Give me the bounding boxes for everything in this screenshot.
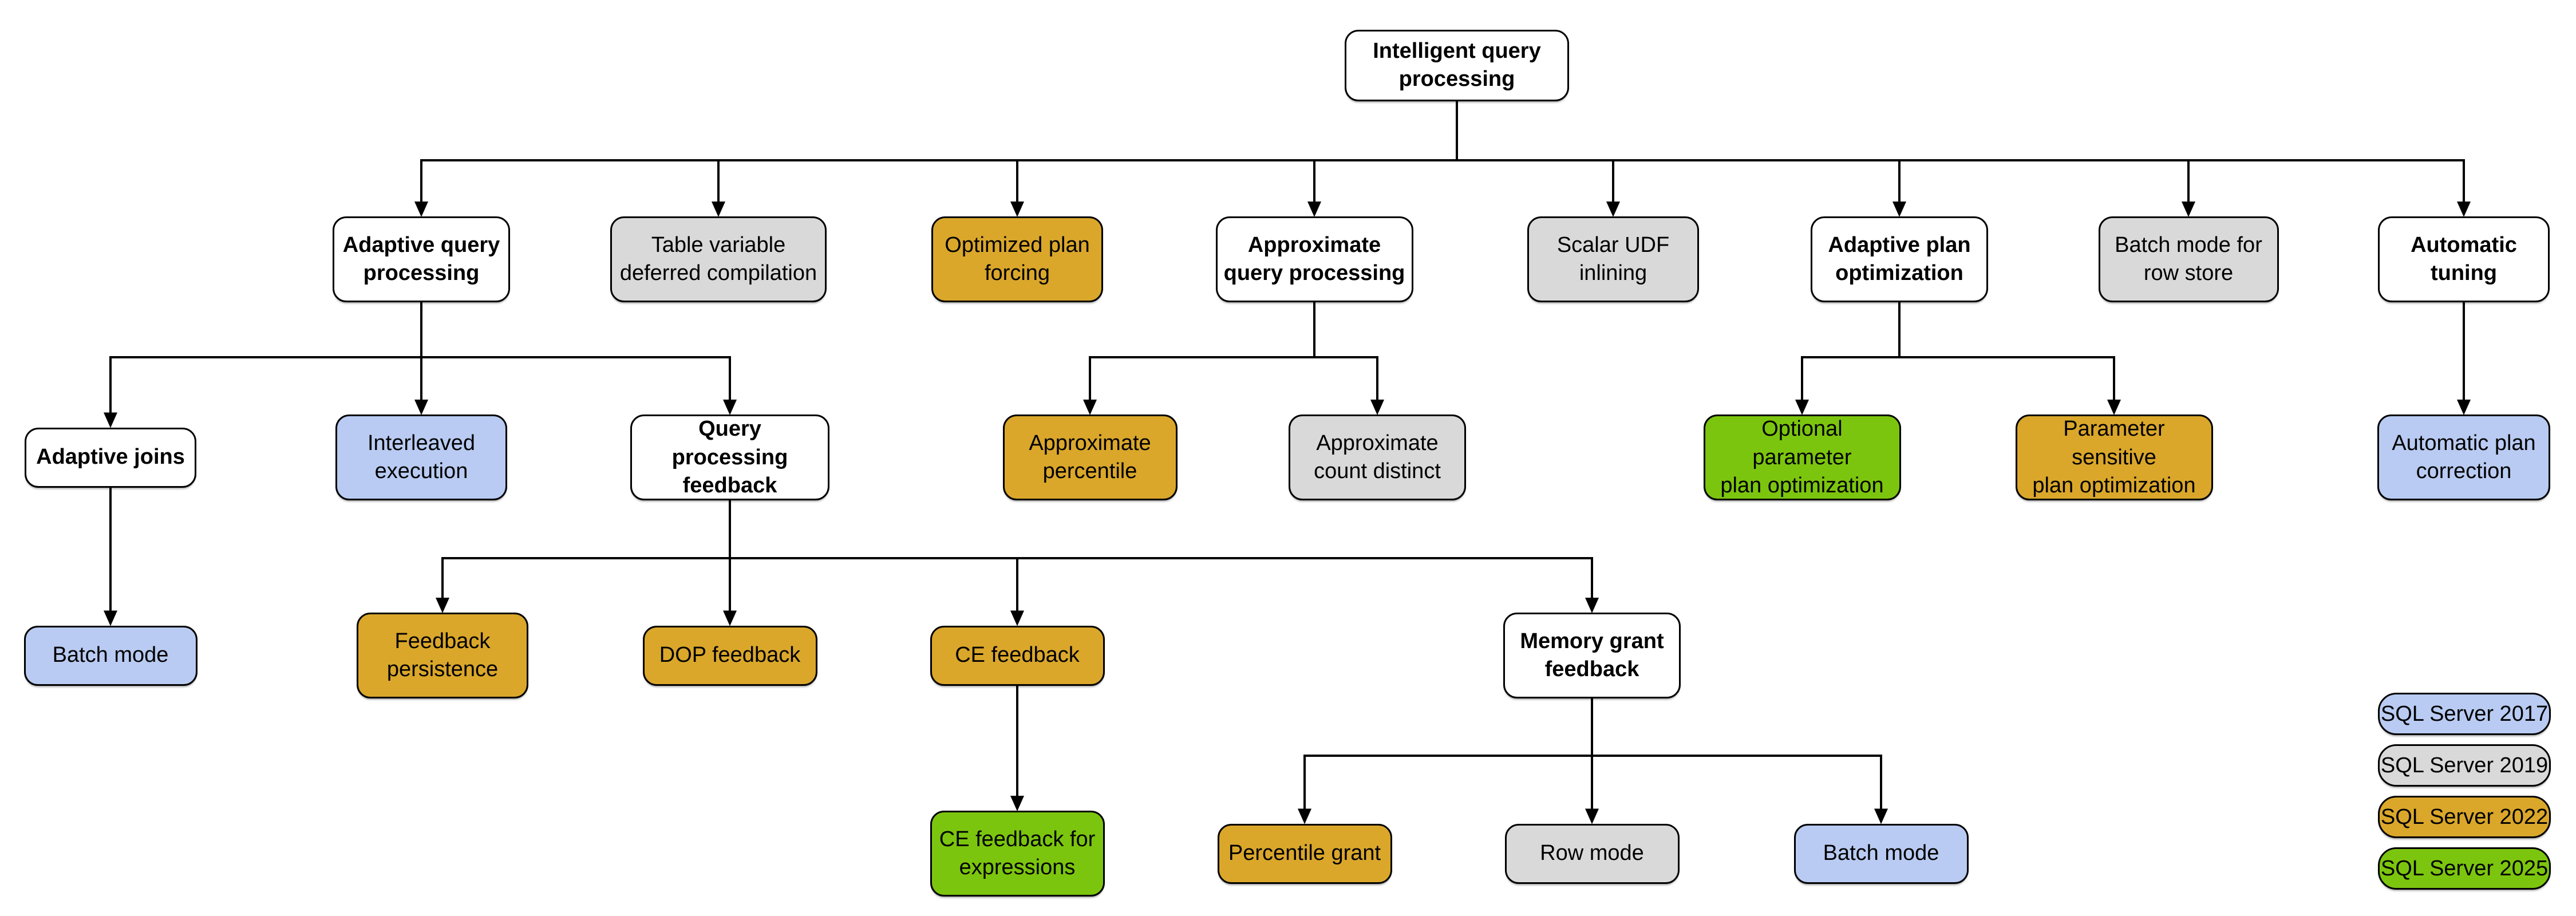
legend-item-sql-server-2019: SQL Server 2019	[2378, 744, 2551, 787]
connector-approximate-query-processing	[1083, 301, 1384, 415]
node-adaptive-query-processing: Adaptive query processing	[333, 216, 510, 302]
node-memory-grant-feedback: Memory grant feedback	[1503, 613, 1681, 698]
node-approximate-query-processing: Approximate query processing	[1215, 216, 1413, 302]
connector-intelligent-query-processing	[414, 100, 2471, 217]
connector-ce-feedback	[1010, 684, 1024, 811]
node-automatic-plan-correction: Automatic plan correction	[2377, 414, 2550, 500]
node-batch-mode-memory-grant: Batch mode	[1793, 823, 1969, 884]
node-table-variable-deferred-compilation: Table variable deferred compilation	[610, 216, 827, 302]
node-optional-parameter-plan-optimization: Optional parameter plan optimization	[1703, 414, 1901, 500]
node-adaptive-joins: Adaptive joins	[25, 427, 196, 488]
legend-item-sql-server-2025: SQL Server 2025	[2378, 847, 2551, 890]
node-adaptive-plan-optimization: Adaptive plan optimization	[1811, 216, 1988, 302]
connector-memory-grant-feedback	[1298, 697, 1888, 824]
node-parameter-sensitive-plan-optimization: Parameter sensitive plan optimization	[2015, 414, 2213, 500]
node-row-mode: Row mode	[1504, 823, 1680, 884]
node-intelligent-query-processing: Intelligent query processing	[1345, 29, 1569, 101]
node-approximate-count-distinct: Approximate count distinct	[1289, 414, 1466, 500]
node-optimized-plan-forcing: Optimized plan forcing	[931, 216, 1103, 302]
node-scalar-udf-inlining: Scalar UDF inlining	[1527, 216, 1699, 302]
connector-automatic-tuning	[2457, 301, 2471, 415]
node-approximate-percentile: Approximate percentile	[1002, 414, 1178, 500]
node-dop-feedback: DOP feedback	[642, 625, 817, 686]
node-ce-feedback-for-expressions: CE feedback for expressions	[930, 811, 1105, 897]
connector-adaptive-query-processing	[104, 301, 737, 428]
node-query-processing-feedback: Query processing feedback	[630, 414, 829, 500]
connector-adaptive-plan-optimization	[1795, 301, 2121, 415]
legend-item-sql-server-2017: SQL Server 2017	[2378, 693, 2551, 735]
node-interleaved-execution: Interleaved execution	[335, 414, 507, 500]
connector-adaptive-joins	[104, 486, 117, 626]
node-batch-mode-for-row-store: Batch mode for row store	[2098, 216, 2279, 302]
node-ce-feedback: CE feedback	[930, 625, 1105, 686]
node-batch-mode-adaptive-joins: Batch mode	[23, 625, 197, 686]
legend-item-sql-server-2022: SQL Server 2022	[2378, 796, 2551, 838]
connector-query-processing-feedback	[436, 499, 1599, 626]
node-feedback-persistence: Feedback persistence	[357, 613, 528, 698]
node-automatic-tuning: Automatic tuning	[2378, 216, 2550, 302]
node-percentile-grant: Percentile grant	[1217, 823, 1392, 884]
